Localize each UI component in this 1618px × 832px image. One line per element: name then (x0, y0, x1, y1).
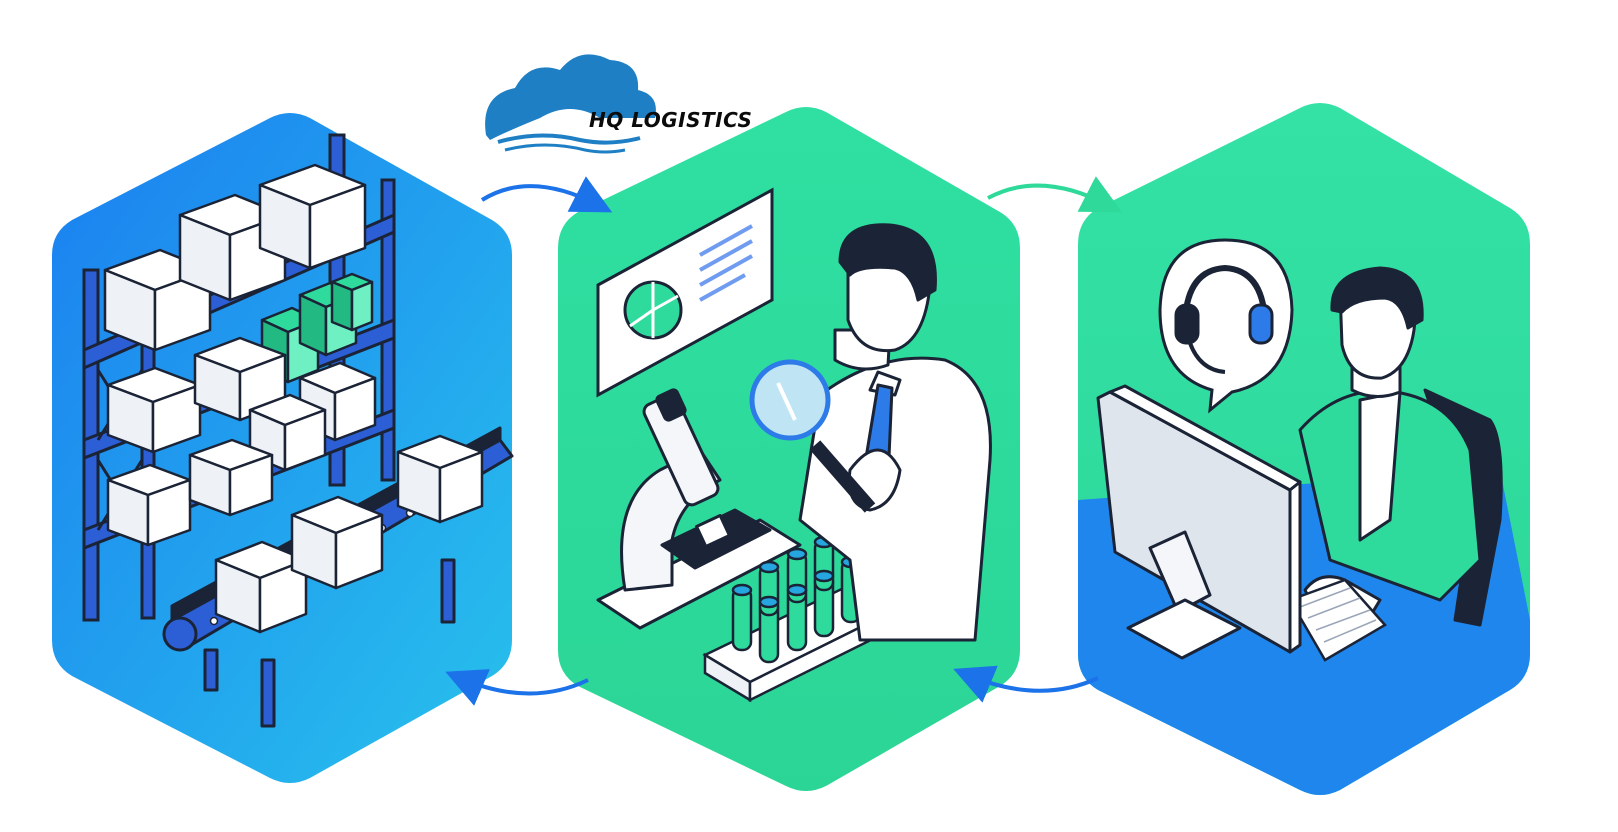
panel-inspection (558, 107, 1020, 791)
conveyor-boxes (214, 434, 484, 634)
cloud-logo-icon (485, 54, 656, 154)
keyboard-icon (1288, 578, 1387, 662)
magnifying-glass-icon (749, 359, 876, 513)
shelf-boxes (103, 163, 377, 547)
panel-support (1078, 103, 1530, 795)
arrow-left-icon (445, 669, 589, 706)
flow-arrows (445, 176, 1123, 706)
headset-icon (1174, 264, 1274, 374)
chart-board (596, 187, 774, 398)
arrow-right-icon (480, 176, 613, 213)
headset-speech-bubble (1158, 238, 1294, 414)
arrow-left-icon (953, 665, 1099, 703)
computer-monitor-icon (1096, 384, 1302, 660)
inspector-person (798, 223, 992, 642)
panel-warehouse (52, 113, 514, 783)
microscope-icon (596, 388, 802, 630)
arrow-right-icon (987, 176, 1123, 213)
support-agent-person (1298, 266, 1503, 627)
brand-name: HQ LOGISTICS (589, 108, 753, 132)
